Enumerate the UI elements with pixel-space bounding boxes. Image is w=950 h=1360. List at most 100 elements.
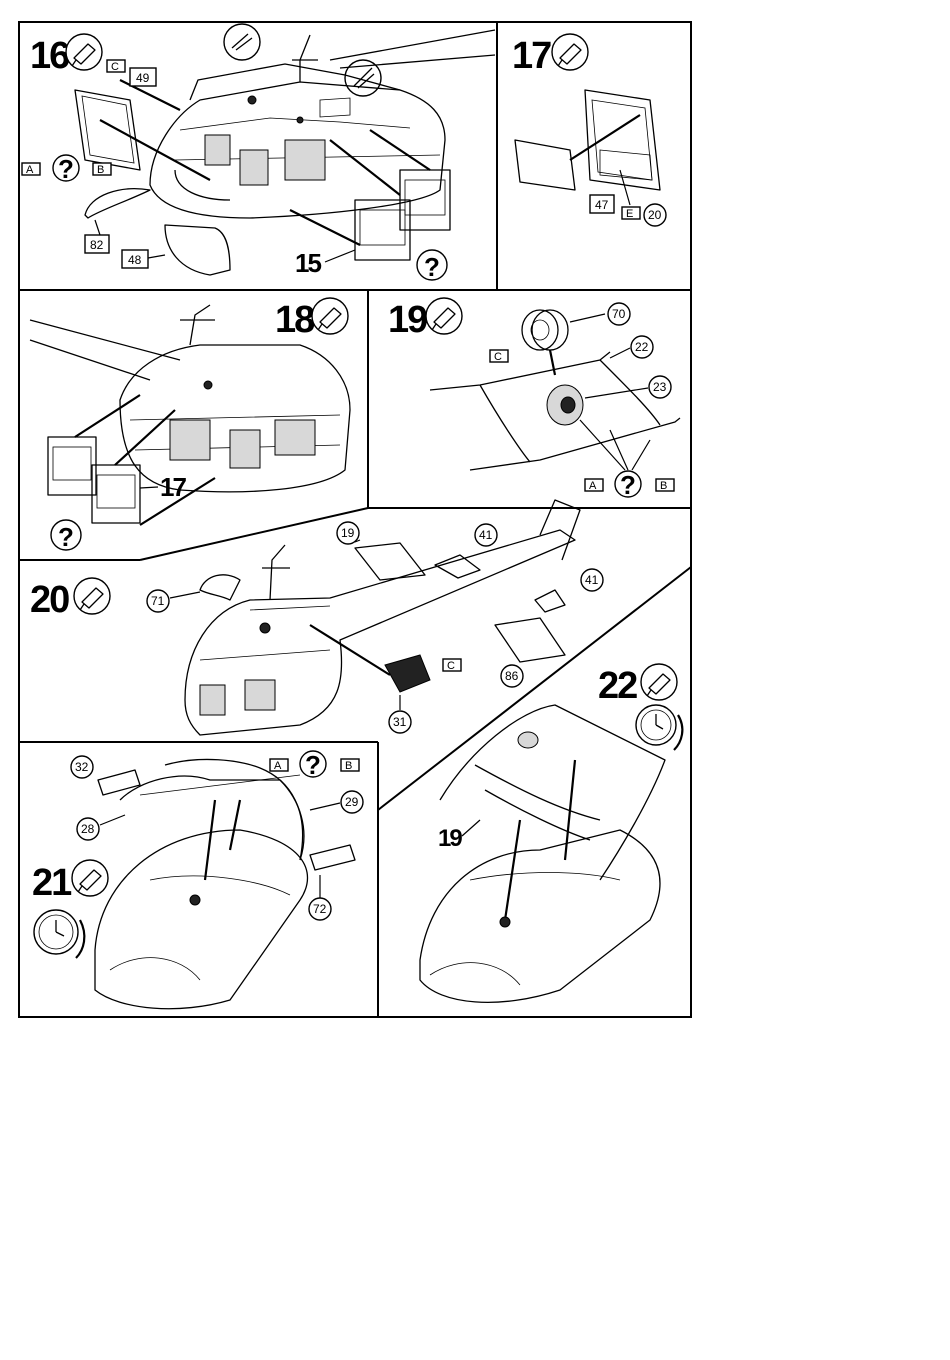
step-18-number: 18 bbox=[275, 299, 314, 341]
svg-text:?: ? bbox=[58, 154, 74, 184]
label-71: 71 bbox=[147, 590, 169, 612]
part-15-doors bbox=[355, 170, 450, 260]
svg-text:86: 86 bbox=[505, 669, 519, 683]
label-70: 70 bbox=[608, 303, 630, 325]
step-21: 21 32 28 bbox=[32, 750, 363, 1009]
label-29: 29 bbox=[341, 791, 363, 813]
svg-text:B: B bbox=[97, 164, 104, 176]
glue-tube-icon bbox=[72, 860, 108, 896]
label-22: 22 bbox=[631, 336, 653, 358]
svg-text:?: ? bbox=[305, 750, 321, 780]
svg-text:?: ? bbox=[58, 522, 74, 552]
drying-time-clock-icon bbox=[34, 910, 84, 958]
label-23: 23 bbox=[649, 376, 671, 398]
svg-text:47: 47 bbox=[595, 198, 609, 212]
part-31-exhaust bbox=[385, 655, 430, 692]
label-48: 48 bbox=[122, 250, 148, 268]
glue-tube-icon bbox=[426, 298, 462, 334]
svg-text:29: 29 bbox=[345, 795, 359, 809]
glue-tube-icon bbox=[312, 298, 348, 334]
step-22: 22 19 bbox=[420, 664, 682, 1002]
svg-text:C: C bbox=[447, 660, 455, 672]
detail-callout-left bbox=[224, 24, 260, 60]
label-82: 82 bbox=[85, 235, 109, 253]
label-86: 86 bbox=[501, 665, 523, 687]
part-19-panel bbox=[355, 543, 425, 580]
roof-frame-part bbox=[120, 759, 304, 860]
label-19: 19 bbox=[438, 825, 462, 852]
step-16: 16 bbox=[22, 24, 495, 282]
label-e: E bbox=[622, 207, 640, 220]
label-20: 20 bbox=[644, 204, 666, 226]
part-48-nose-window bbox=[165, 225, 230, 275]
label-c: C bbox=[107, 60, 125, 73]
part-32-bracket bbox=[98, 770, 140, 795]
part-17-doors bbox=[48, 437, 140, 523]
label-49: 49 bbox=[130, 68, 156, 86]
panel-frames bbox=[19, 22, 691, 1017]
svg-text:B: B bbox=[660, 480, 667, 492]
label-19: 19 bbox=[337, 522, 359, 544]
alternative-a-b-marker: A ? B bbox=[585, 470, 674, 500]
svg-text:B: B bbox=[345, 760, 352, 772]
roof-frame-drawing bbox=[440, 705, 665, 880]
label-28: 28 bbox=[77, 818, 99, 840]
step-22-number: 22 bbox=[598, 665, 637, 707]
part-71-cowl bbox=[200, 575, 240, 600]
glue-tube-icon bbox=[552, 34, 588, 70]
part-86-panel bbox=[495, 618, 565, 662]
svg-text:31: 31 bbox=[393, 715, 407, 729]
drying-time-clock-icon bbox=[636, 705, 682, 750]
svg-text:71: 71 bbox=[151, 594, 165, 608]
label-32: 32 bbox=[71, 756, 93, 778]
svg-text:?: ? bbox=[424, 252, 440, 282]
label-41-bottom: 41 bbox=[581, 569, 603, 591]
glue-tube-icon bbox=[641, 664, 677, 700]
svg-text:41: 41 bbox=[479, 528, 493, 542]
cabin-roof-drawing bbox=[95, 830, 308, 1009]
svg-text:C: C bbox=[111, 61, 119, 73]
alternative-a-b-marker: A ? B bbox=[270, 750, 359, 780]
label-41-top: 41 bbox=[475, 524, 497, 546]
svg-text:82: 82 bbox=[90, 238, 104, 252]
step-19: 19 70 C 22 bbox=[388, 298, 680, 500]
svg-text:19: 19 bbox=[341, 526, 355, 540]
svg-text:A: A bbox=[589, 480, 597, 492]
label-47: 47 bbox=[590, 195, 614, 213]
part-41-handle-top bbox=[435, 555, 480, 578]
step-17: 17 47 E 20 bbox=[512, 34, 666, 226]
step-17-number: 17 bbox=[512, 35, 551, 77]
part-49-windscreen bbox=[75, 90, 140, 170]
svg-text:72: 72 bbox=[313, 902, 327, 916]
step-20: 20 19 41 71 bbox=[30, 500, 603, 735]
question-marker: ? bbox=[417, 250, 447, 282]
svg-text:A: A bbox=[274, 760, 282, 772]
step-20-number: 20 bbox=[30, 579, 69, 621]
svg-text:23: 23 bbox=[653, 380, 667, 394]
svg-text:20: 20 bbox=[648, 208, 662, 222]
svg-text:C: C bbox=[494, 351, 502, 363]
svg-text:28: 28 bbox=[81, 822, 95, 836]
question-marker: ? bbox=[51, 520, 81, 552]
label-72: 72 bbox=[309, 898, 331, 920]
alternative-a-b-marker: A ? B bbox=[22, 154, 111, 184]
svg-text:49: 49 bbox=[136, 71, 150, 85]
svg-text:41: 41 bbox=[585, 573, 599, 587]
part-47-door-window bbox=[515, 140, 575, 190]
part-70-wheel bbox=[522, 310, 568, 350]
label-15: 15 bbox=[295, 248, 321, 278]
step-19-number: 19 bbox=[388, 299, 427, 341]
step-21-number: 21 bbox=[32, 862, 72, 904]
svg-text:22: 22 bbox=[635, 340, 649, 354]
part-41-handle-bottom bbox=[535, 590, 565, 612]
part-82-wire bbox=[85, 189, 150, 218]
step-16-number: 16 bbox=[30, 35, 69, 77]
label-c: C bbox=[443, 659, 461, 672]
helicopter-cabin-drawing bbox=[150, 30, 495, 218]
svg-text:A: A bbox=[26, 164, 34, 176]
glue-tube-icon bbox=[74, 578, 110, 614]
part-23-hub bbox=[547, 385, 583, 425]
label-c: C bbox=[490, 350, 508, 363]
label-17: 17 bbox=[160, 472, 186, 502]
